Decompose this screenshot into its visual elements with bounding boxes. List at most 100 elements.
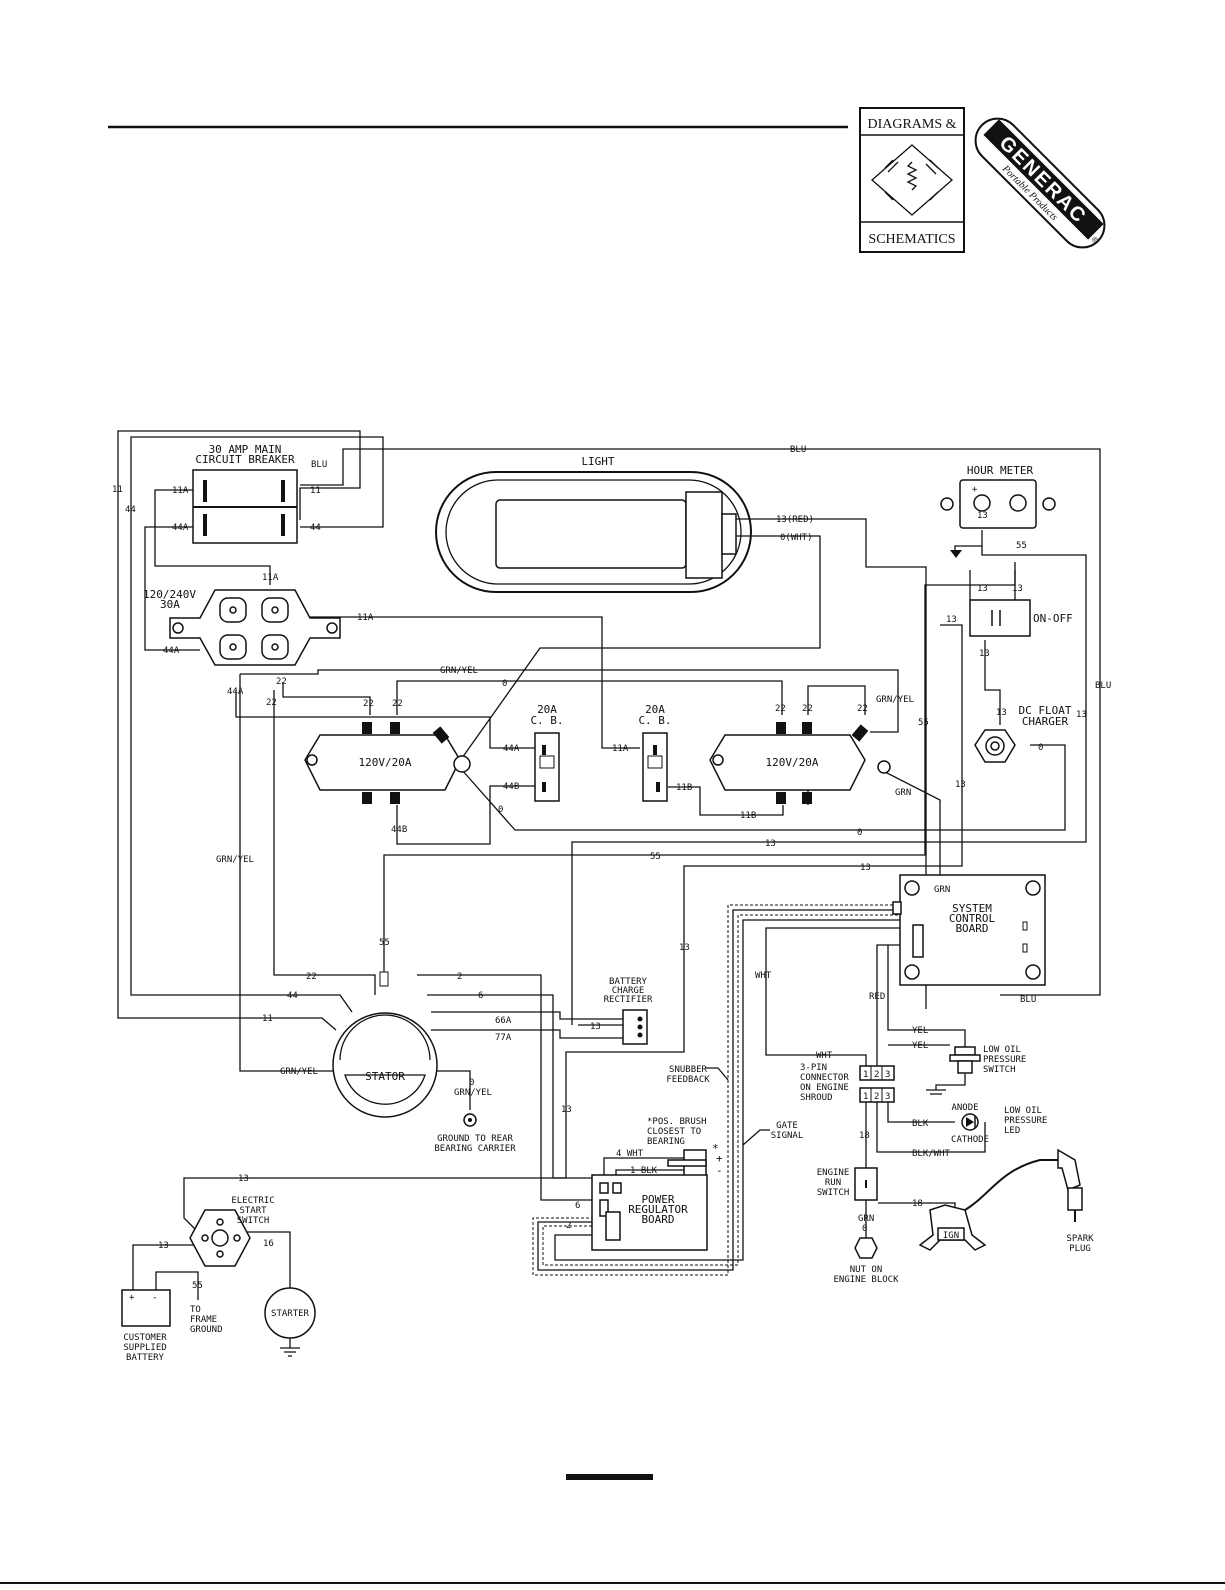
logo-bottom-text: SCHEMATICS [868,232,955,247]
label-11a-b: 11A [262,573,279,583]
label-13-m: 13 [561,1105,572,1115]
label-13-c: 13 [977,511,988,521]
pin-top-2: 2 [874,1070,879,1080]
label-22-g: 22 [857,704,868,714]
low-oil-switch-1: LOW OIL [983,1045,1021,1055]
battery-label-2: SUPPLIED [123,1343,166,1353]
starter-label: STARTER [271,1309,310,1319]
nut-label-1: NUT ON [850,1265,883,1275]
label-grnyel-a: GRN/YEL [440,666,478,676]
frame-ground-3: GROUND [190,1325,223,1335]
label-2-a: 2 [457,972,462,982]
gate-label-1: GATE [776,1121,798,1131]
label-11-b: 11 [310,486,321,496]
spark-label-2: PLUG [1069,1244,1091,1254]
spark-label-1: SPARK [1066,1234,1094,1244]
label-13-f: 13 [946,615,957,625]
elec-start-1: ELECTRIC [231,1196,274,1206]
right-cb-label-2: C. B. [638,714,671,727]
low-oil-switch-2: PRESSURE [983,1055,1026,1065]
left-20a-breaker: 20A C. B. [530,703,564,802]
brush-label-1: *POS. BRUSH [647,1117,707,1127]
twist-lock-label-2: 30A [160,598,180,611]
label-4wht: 4 WHT [616,1149,644,1159]
label-1blk: 1 BLK [630,1166,658,1176]
frame-ground-1: TO [190,1305,201,1315]
low-oil-led-2: PRESSURE [1004,1116,1047,1126]
engine-run-2: RUN [825,1178,841,1188]
label-11b-a: 11B [676,783,692,793]
left-cb-label-2: C. B. [530,714,563,727]
label-44-a: 44 [125,505,136,515]
label-13-h: 13 [996,708,1007,718]
generac-logo: GENERAC Portable Products ® [974,117,1106,249]
label-22-c: 22 [363,699,374,709]
connector-label-2: CONNECTOR [800,1073,849,1083]
label-16: 16 [263,1239,274,1249]
left-duplex-receptacle: 120V/20A [304,722,471,804]
twist-lock-label-1: 120/240V [143,588,196,601]
label-wht-a: WHT [755,971,772,981]
pin-bottom-2: 2 [874,1092,879,1102]
connector-label-4: SHROUD [800,1093,833,1103]
label-44a-d: 44A [503,744,520,754]
battery-plus: + [129,1293,135,1303]
label-13-k: 13 [679,943,690,953]
label-grnyel-b: GRN/YEL [876,695,914,705]
label-44-c: 44 [287,991,298,1001]
low-oil-led-1: LOW OIL [1004,1106,1042,1116]
page-number-bar [566,1474,653,1480]
electric-start-switch: ELECTRIC START SWITCH [189,1196,275,1267]
label-blu-d: BLU [1020,995,1036,1005]
right-duplex-receptacle: 120V/20A [709,722,891,804]
dc-float-label-1: DC FLOAT [1019,704,1072,717]
power-reg-label-2: REGULATOR [628,1203,688,1216]
label-0-c: 0 [857,828,862,838]
low-oil-pressure-switch: LOW OIL PRESSURE SWITCH [949,1045,1026,1075]
label-55-e: 55 [192,1281,203,1291]
label-18-a: 18 [859,1131,870,1141]
system-board-label-3: BOARD [955,922,988,935]
label-blkwht: BLK/WHT [912,1149,951,1159]
label-44a-c: 44A [227,687,244,697]
engine-run-switch: ENGINE RUN SWITCH NUT ON ENGINE BLOCK [817,1167,899,1285]
label-44a-b: 44A [163,646,180,656]
brush-star: * [712,1142,719,1155]
brush-label-3: BEARING [647,1137,685,1147]
power-regulator-board: POWER REGULATOR BOARD [591,1174,708,1251]
light-fixture: LIGHT [435,455,752,593]
label-0-a: 0 [502,679,507,689]
connector-label-3: ON ENGINE [800,1083,849,1093]
label-0-b: 0 [498,805,503,815]
label-13-i: 13 [1076,710,1087,720]
system-board-label-1: SYSTEM [952,902,992,915]
gate-label-2: SIGNAL [771,1131,804,1141]
ign-label: IGN [943,1231,959,1241]
brush-label-2: CLOSEST TO [647,1127,701,1137]
label-11a-a: 11A [172,486,189,496]
label-55-c: 55 [918,718,929,728]
label-blu-b: BLU [790,445,806,455]
right-20a-breaker: 20A C. B. [638,703,672,802]
label-13-o: 13 [158,1241,169,1251]
label-2-b: 2 [566,1221,571,1231]
label-yel-a: YEL [912,1026,928,1036]
rectifier-label-1: BATTERY [609,977,648,987]
label-grnyel-c: GRN/YEL [216,855,254,865]
logo-top-text: DIAGRAMS & [867,117,956,132]
pin-bottom-1: 1 [863,1092,868,1102]
label-13-e: 13 [1012,584,1023,594]
label-0-e: 0 [469,1078,474,1088]
on-off-switch: ON-OFF [969,599,1073,637]
power-reg-label-3: BOARD [641,1213,674,1226]
label-66a: 66A [495,1016,512,1026]
light-label: LIGHT [581,455,614,468]
label-44b-a: 44B [503,782,519,792]
elec-start-2: START [239,1206,267,1216]
diagrams-schematics-logo: DIAGRAMS & SCHEMATICS [859,107,965,253]
system-board-label-2: CONTROL [949,912,996,925]
main-circuit-breaker: 30 AMP MAIN CIRCUIT BREAKER [192,443,298,544]
low-oil-led-3: LED [1004,1126,1020,1136]
pin-bottom-3: 3 [885,1092,890,1102]
